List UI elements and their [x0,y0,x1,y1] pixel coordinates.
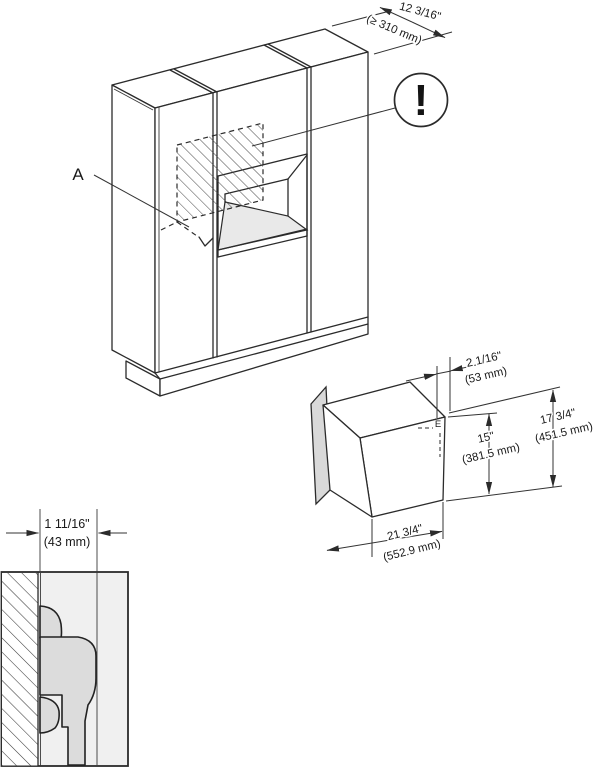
warning-leader-line [251,107,396,147]
electrical-connection-mark: E [418,419,441,457]
warning-icon: ! [393,72,449,128]
cabinet-left-side-panel [111,84,156,374]
label-a-leader-line [93,174,190,228]
appliance-depth-inches: 21 3/4" [386,523,424,543]
connection-label-e: E [435,419,441,430]
warning-exclamation: ! [414,76,429,125]
niche-hatched-area [160,122,264,247]
plug-clearance-inches: 1 11/16" [44,517,89,531]
cabinet-depth-inches: 12 3/16" [398,1,442,24]
label-a: A [72,165,84,184]
niche-height-dimension: 15" (381.5 mm) [460,413,523,495]
plug-bottom-lobe [39,696,60,734]
cabinet-illustration: A ! 12 3/16" (≥ 310 mm) [72,0,453,397]
appliance-front-edge-face [322,404,373,518]
cabinet-depth-mm: (≥ 310 mm) [365,13,424,47]
appliance-illustration: E 2 1/16" (53 mm) 15" (381.5 mm) 17 3/4" [310,349,596,565]
niche-height-mm: (381.5 mm) [461,442,521,467]
cabinet-plinth [125,316,369,397]
power-plug-silhouette [39,605,97,766]
total-height-dimension: 17 3/4" (451.5 mm) [533,389,596,488]
plug-clearance-dimension: 1 11/16" (43 mm) [6,516,127,551]
plug-body-and-cable [39,636,97,766]
plug-clearance-mm: (43 mm) [44,535,91,549]
plug-clearance-detail: 1 11/16" (43 mm) [0,509,129,767]
niche-height-inches: 15" [476,430,495,445]
total-height-inches: 17 3/4" [539,407,577,427]
